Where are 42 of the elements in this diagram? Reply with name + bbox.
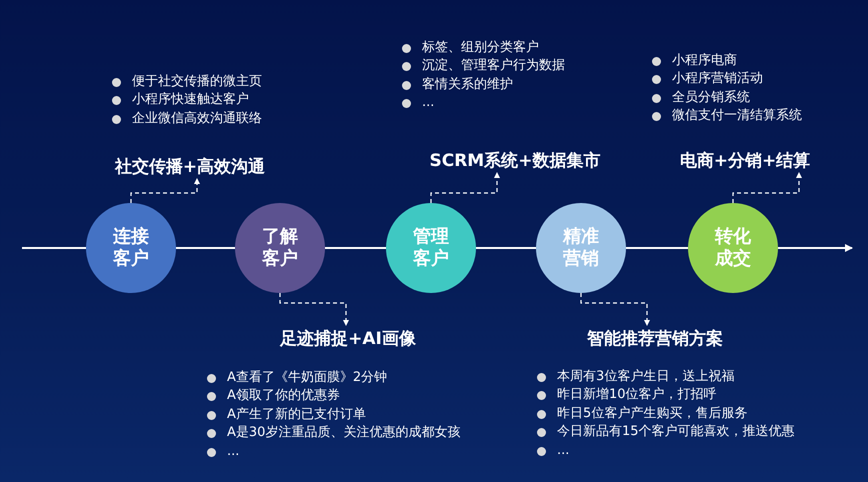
bullet-item: A是30岁注重品质、关注优惠的成都女孩 (205, 424, 460, 443)
dashed-arrow (130, 178, 200, 203)
bullet-item: A领取了你的优惠券 (205, 387, 460, 406)
step-label: 了解客户 (262, 226, 298, 270)
timeline-line (22, 247, 86, 249)
bullet-item: 小程序电商 (650, 52, 802, 70)
step-label: 管理客户 (413, 226, 449, 270)
bullet-item: 便于社交传播的微主页 (110, 73, 262, 92)
bullet-item: ... (400, 94, 565, 113)
dashed-arrow (279, 293, 349, 326)
stage-heading: SCRM系统+数据集市 (430, 150, 600, 172)
bullet-item: 昨日新增10位客户，打招呼 (535, 386, 795, 405)
dashed-arrow (580, 293, 650, 326)
bullet-item: 全员分销系统 (650, 88, 802, 108)
step-label: 精准营销 (563, 226, 599, 270)
dashed-arrow (732, 172, 802, 203)
stage-heading: 电商+分销+结算 (680, 150, 810, 172)
stage-heading: 智能推荐营销方案 (587, 328, 723, 350)
stage-heading: 足迹捕捉+AI画像 (280, 328, 416, 350)
bullet-item: 昨日5位客户产生购买，售后服务 (535, 404, 795, 424)
bullet-item: 小程序营销活动 (650, 70, 802, 89)
timeline-line (325, 247, 386, 249)
bullet-item: 客情关系的维护 (400, 76, 565, 94)
step-label: 转化成交 (715, 226, 751, 270)
timeline-line (476, 247, 536, 249)
timeline-arrow (778, 244, 853, 252)
bullet-item: 本周有3位客户生日，送上祝福 (535, 368, 795, 386)
bullet-item: ... (535, 442, 795, 460)
bullet-item: 企业微信高效沟通联络 (110, 110, 262, 128)
timeline-line (626, 247, 688, 249)
stage-heading: 社交传播+高效沟通 (114, 156, 266, 178)
step-label: 连接客户 (113, 226, 149, 270)
bullet-item: 标签、组别分类客户 (400, 39, 565, 58)
bullet-item: A查看了《牛奶面膜》2分钟 (205, 369, 460, 388)
timeline-line (176, 247, 235, 249)
bullet-item: A产生了新的已支付订单 (205, 406, 460, 424)
dashed-arrow (430, 172, 500, 203)
bullet-item: 沉淀、管理客户行为数据 (400, 57, 565, 76)
bullet-item: 今日新品有15个客户可能喜欢，推送优惠 (535, 423, 795, 442)
bullet-item: 微信支付一清结算系统 (650, 107, 802, 126)
bullet-item: ... (205, 442, 460, 462)
bullet-item: 小程序快速触达客户 (110, 91, 262, 110)
